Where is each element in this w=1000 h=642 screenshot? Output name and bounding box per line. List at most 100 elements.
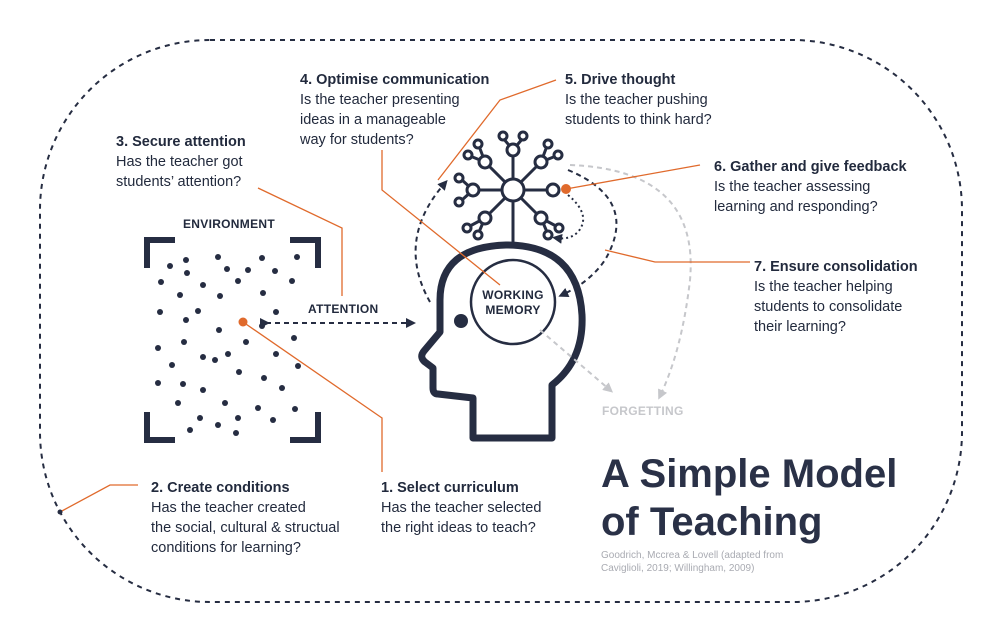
environment-dot xyxy=(217,293,223,299)
working-memory-circle xyxy=(469,258,557,346)
step-7-heading: 7. Ensure consolidation xyxy=(754,259,918,275)
step-4-line-1: Is the teacher presenting xyxy=(300,92,460,108)
environment-dot xyxy=(175,400,181,406)
outer-boundary xyxy=(39,39,963,603)
environment-dot xyxy=(212,357,218,363)
step-3-secure-attention: 3. Secure attention Has the teacher got … xyxy=(116,132,246,192)
neural-network-icon xyxy=(453,130,565,245)
environment-dot xyxy=(260,290,266,296)
step-6-line-1: Is the teacher assessing xyxy=(714,179,871,195)
title-line-2: of Teaching xyxy=(601,500,823,544)
forgetting-label: FORGETTING xyxy=(602,404,684,418)
environment-frame-icon xyxy=(144,237,321,443)
environment-dots xyxy=(155,254,301,436)
page-title: A Simple Model of Teaching xyxy=(601,450,897,546)
step-6-line-2: learning and responding? xyxy=(714,199,878,215)
environment-dot xyxy=(197,415,203,421)
environment-dot xyxy=(255,405,261,411)
leader-line-7 xyxy=(604,249,750,263)
environment-dot xyxy=(289,278,295,284)
leader-lines xyxy=(59,79,750,513)
step-2-line-2: the social, cultural & structual xyxy=(151,520,340,536)
title-line-1: A Simple Model xyxy=(601,452,898,496)
environment-dot xyxy=(180,381,186,387)
environment-dot xyxy=(224,266,230,272)
environment-dot xyxy=(177,292,183,298)
environment-dot xyxy=(200,282,206,288)
step-7-line-1: Is the teacher helping xyxy=(754,279,893,295)
environment-dot xyxy=(292,406,298,412)
environment-dot xyxy=(236,369,242,375)
environment-dot xyxy=(183,257,189,263)
environment-dot xyxy=(294,254,300,260)
environment-dot xyxy=(259,255,265,261)
environment-dot xyxy=(187,427,193,433)
step-3-heading: 3. Secure attention xyxy=(116,134,246,150)
step-4-line-3: way for students? xyxy=(300,132,414,148)
leader-line-3 xyxy=(257,187,343,296)
credit-text: Goodrich, Mccrea & Lovell (adapted from … xyxy=(601,550,784,574)
environment-dot xyxy=(216,327,222,333)
environment-dot xyxy=(169,362,175,368)
environment-dot xyxy=(273,351,279,357)
step-1-line-2: the right ideas to teach? xyxy=(381,520,536,536)
environment-dot xyxy=(259,323,265,329)
environment-dot xyxy=(222,400,228,406)
thought-arrow-left xyxy=(414,179,448,303)
environment-dot xyxy=(261,375,267,381)
environment-dot xyxy=(167,263,173,269)
step-7-ensure-consolidation: 7. Ensure consolidation Is the teacher h… xyxy=(754,257,918,337)
step-5-line-1: Is the teacher pushing xyxy=(565,92,708,108)
step-2-create-conditions: 2. Create conditions Has the teacher cre… xyxy=(151,478,340,558)
environment-dot xyxy=(273,309,279,315)
environment-dot xyxy=(155,345,161,351)
environment-dot xyxy=(270,417,276,423)
environment-dot xyxy=(215,422,221,428)
environment-dot xyxy=(181,339,187,345)
environment-dot xyxy=(235,415,241,421)
environment-dot xyxy=(243,339,249,345)
step-6-heading: 6. Gather and give feedback xyxy=(714,159,907,175)
leader-line-5 xyxy=(437,79,557,181)
leader-line-1 xyxy=(242,321,383,472)
step-4-optimise-communication: 4. Optimise communication Is the teacher… xyxy=(300,70,489,150)
attention-label: ATTENTION xyxy=(308,302,379,316)
environment-dot xyxy=(200,354,206,360)
step-7-line-3: their learning? xyxy=(754,319,846,335)
environment-dot xyxy=(233,430,239,436)
environment-dot xyxy=(195,308,201,314)
head-eye-icon xyxy=(454,314,468,328)
forgetting-arrow-from-memory xyxy=(539,329,614,393)
step-1-select-curriculum: 1. Select curriculum Has the teacher sel… xyxy=(381,478,541,538)
leader-line-6 xyxy=(565,164,701,190)
feedback-small-arrow xyxy=(552,194,585,244)
environment-dot xyxy=(291,335,297,341)
step-5-line-2: students to think hard? xyxy=(565,112,712,128)
step-4-heading: 4. Optimise communication xyxy=(300,72,490,88)
step-2-heading: 2. Create conditions xyxy=(151,480,290,496)
step-3-line-1: Has the teacher got xyxy=(116,154,243,170)
environment-dot xyxy=(272,268,278,274)
step-4-line-2: ideas in a manageable xyxy=(300,112,446,128)
environment-dot xyxy=(200,387,206,393)
working-memory-line1: WORKING xyxy=(482,288,544,302)
leader-line-2 xyxy=(59,484,138,513)
step-3-line-2: students’ attention? xyxy=(116,174,242,190)
environment-dot xyxy=(235,278,241,284)
environment-dot xyxy=(155,380,161,386)
working-memory-label: WORKING MEMORY xyxy=(475,288,551,318)
step-1-line-1: Has the teacher selected xyxy=(381,500,542,516)
step-7-line-2: students to consolidate xyxy=(754,299,903,315)
step-5-heading: 5. Drive thought xyxy=(565,72,676,88)
working-memory-line2: MEMORY xyxy=(485,303,541,317)
environment-dot xyxy=(158,279,164,285)
leader-line-4 xyxy=(381,150,501,286)
environment-dot xyxy=(245,267,251,273)
step-2-line-3: conditions for learning? xyxy=(151,540,301,556)
forgetting-arrow-from-brain xyxy=(569,164,692,400)
step-5-drive-thought: 5. Drive thought Is the teacher pushing … xyxy=(565,70,712,130)
step-6-gather-feedback: 6. Gather and give feedback Is the teach… xyxy=(714,157,907,217)
boundary-anchor-dot xyxy=(57,509,63,515)
environment-dot xyxy=(225,351,231,357)
